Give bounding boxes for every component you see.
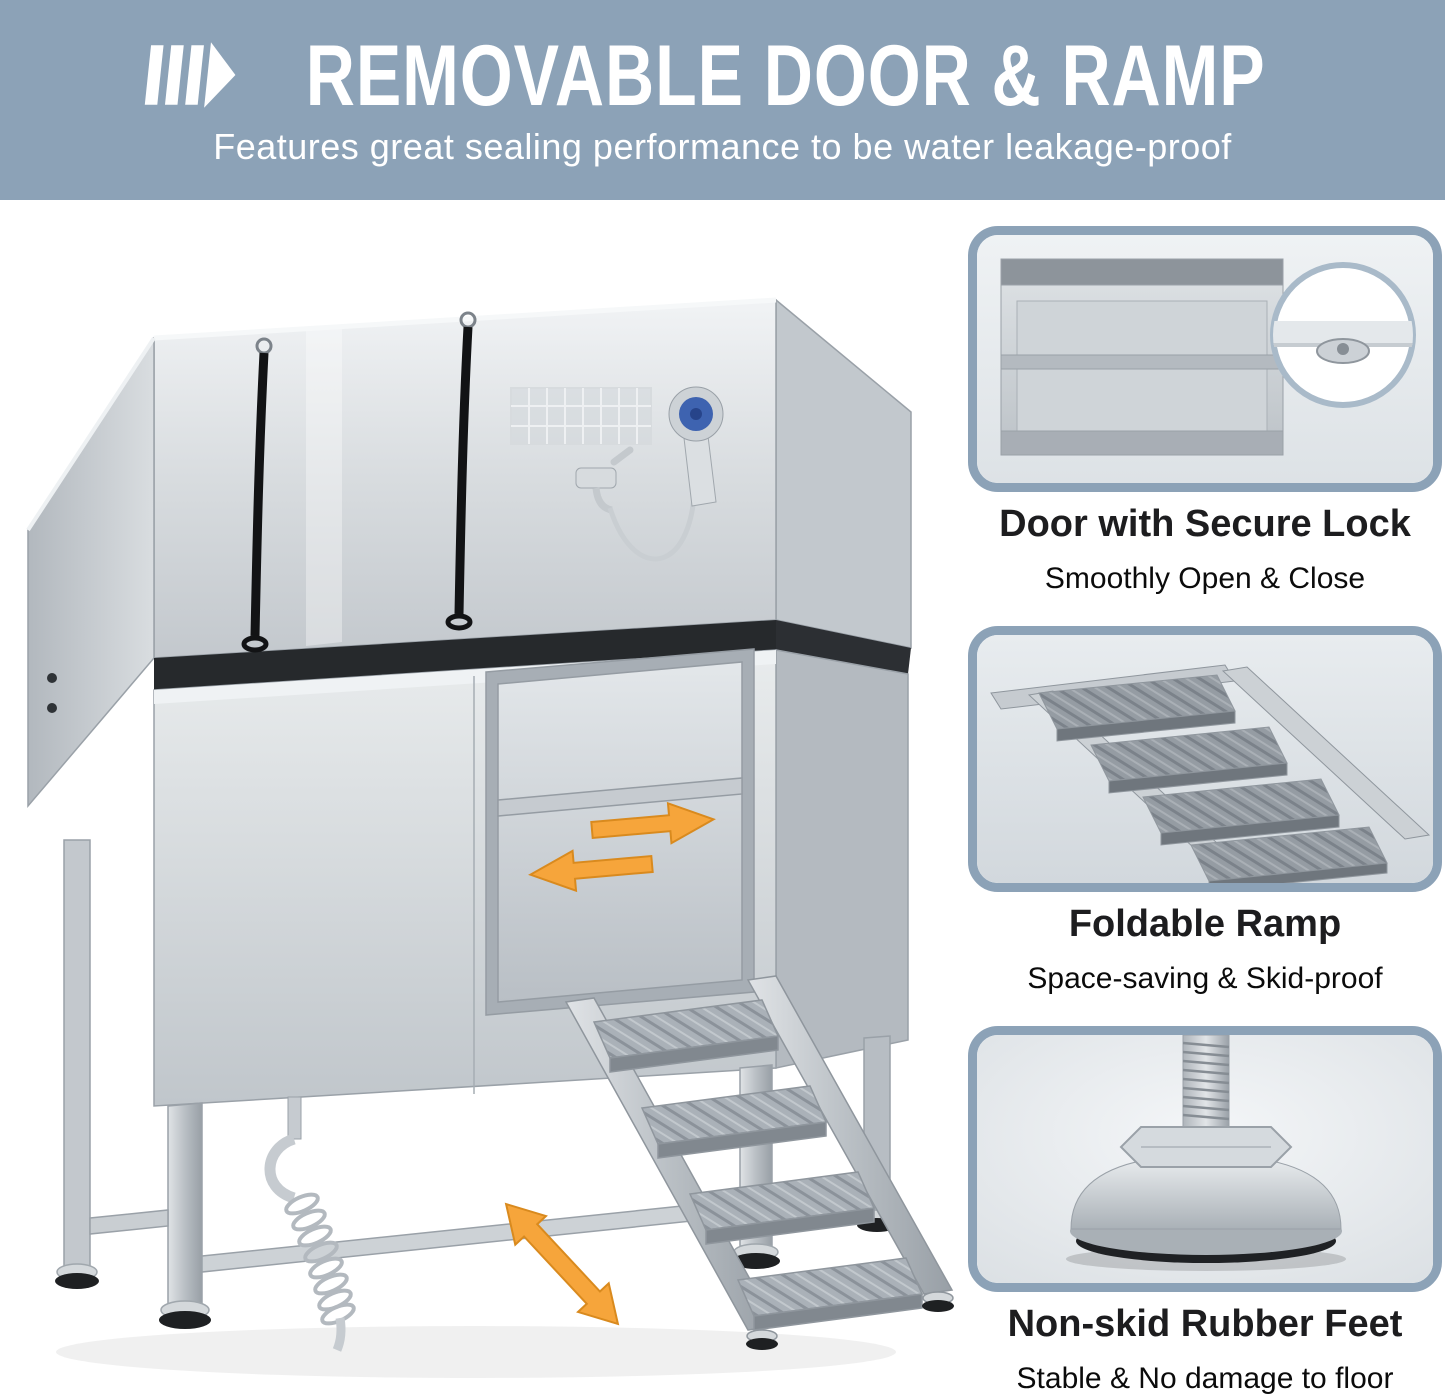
- page-subtitle: Features great sealing performance to be…: [213, 125, 1232, 167]
- grooming-tub-illustration: [26, 297, 954, 1378]
- feature-foldable-ramp: Foldable Ramp Space-saving & Skid-proof: [965, 626, 1445, 996]
- header-banner: REMOVABLE DOOR & RAMP Features great sea…: [0, 0, 1445, 200]
- door-slide-arrows: [528, 801, 716, 893]
- page-title: REMOVABLE DOOR & RAMP: [305, 26, 1266, 124]
- feature-subtitle-foldable-ramp: Space-saving & Skid-proof: [1027, 962, 1383, 995]
- feature-title-door-lock: Door with Secure Lock: [999, 503, 1411, 545]
- feature-card-foldable-ramp: [968, 626, 1442, 892]
- leveling-foot-closeup: [1066, 1035, 1346, 1271]
- feature-subtitle-rubber-feet: Stable & No damage to floor: [1016, 1362, 1394, 1395]
- shower-kit: [510, 386, 724, 562]
- feature-rubber-feet: Non-skid Rubber Feet Stable & No damage …: [965, 1026, 1445, 1396]
- drain-hose: [264, 1096, 356, 1352]
- lock-magnifier-icon: [1270, 262, 1416, 408]
- faucet: [575, 446, 634, 514]
- door-panel: [1000, 258, 1284, 456]
- stair-ramp: [564, 975, 954, 1350]
- triple-bars-arrow-icon: [144, 42, 236, 108]
- foot-adjust-arrow: [504, 1202, 620, 1326]
- feature-card-rubber-feet: [968, 1026, 1442, 1292]
- feature-title-rubber-feet: Non-skid Rubber Feet: [1007, 1303, 1403, 1345]
- ramp-steps: [990, 664, 1431, 883]
- grooming-straps: [241, 311, 477, 653]
- feature-door-lock: Door with Secure Lock Smoothly Open & Cl…: [965, 226, 1445, 596]
- floor-shadow: [56, 1326, 896, 1378]
- feature-title-foldable-ramp: Foldable Ramp: [1068, 903, 1342, 945]
- feature-subtitle-door-lock: Smoothly Open & Close: [1044, 562, 1366, 595]
- shower-sprayer: [668, 386, 724, 507]
- stair-feet: [746, 1291, 954, 1350]
- feature-card-door-lock: [968, 226, 1442, 492]
- title-row: REMOVABLE DOOR & RAMP: [138, 27, 1307, 123]
- door-lock-photo: [977, 235, 1433, 483]
- feature-callouts: Door with Secure Lock Smoothly Open & Cl…: [965, 200, 1445, 1397]
- product-hero-image: [6, 200, 958, 1390]
- leveling-feet: [55, 1209, 897, 1329]
- foldable-ramp-photo: [977, 635, 1433, 883]
- rubber-foot-photo: [977, 1035, 1433, 1283]
- storage-basket-icon: [510, 387, 652, 445]
